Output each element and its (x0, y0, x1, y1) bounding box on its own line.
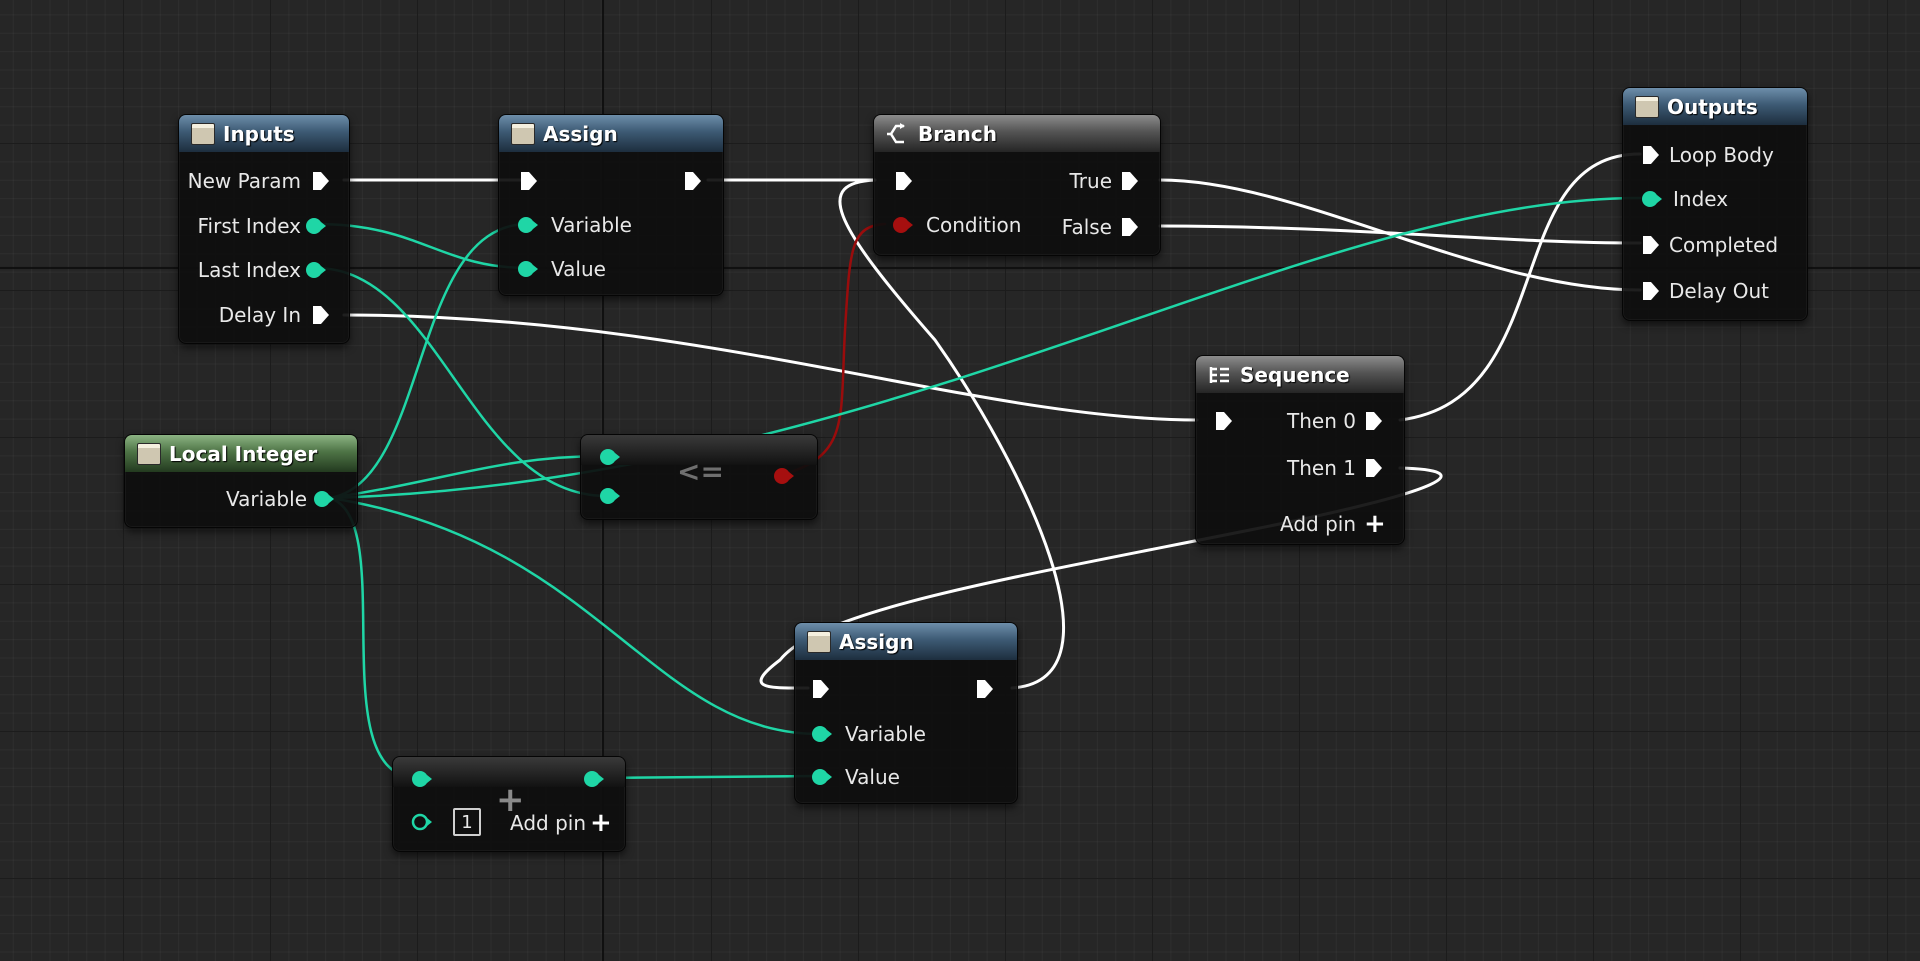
int-pin-value[interactable] (517, 260, 539, 278)
assign-node-top[interactable]: Assign Variable Value (498, 114, 724, 296)
exec-in-pin[interactable] (519, 170, 539, 192)
local-integer-header[interactable]: Local Integer (125, 435, 357, 472)
variable-icon (137, 442, 161, 465)
sequence-title: Sequence (1240, 362, 1350, 387)
int-pin-b[interactable] (599, 487, 621, 505)
pin-label-false: False (1061, 215, 1112, 239)
pin-label-value: Value (551, 257, 606, 281)
less-equal-operator: <= (677, 455, 724, 488)
pin-label-then-0: Then 0 (1287, 409, 1356, 433)
pin-label-variable: Variable (226, 487, 307, 511)
inputs-node[interactable]: Inputs New Param First Index Last Index … (178, 114, 350, 344)
wire-local-assign2var (328, 496, 822, 736)
variable-icon (191, 122, 215, 145)
pin-label-delay-in: Delay In (218, 303, 301, 327)
exec-pin-then-0[interactable] (1364, 410, 1384, 432)
exec-pin-true[interactable] (1120, 170, 1140, 192)
int-pin-local-variable[interactable] (313, 490, 335, 508)
exec-pin-false[interactable] (1120, 216, 1140, 238)
wire-then0-loopbody (1398, 152, 1642, 422)
int-pin-first-index[interactable] (305, 217, 327, 235)
bool-pin-condition[interactable] (892, 216, 914, 234)
compare-header[interactable] (581, 435, 817, 465)
branch-title: Branch (918, 121, 997, 146)
variable-icon (511, 122, 535, 145)
variable-icon (1635, 95, 1659, 118)
exec-in-pin[interactable] (894, 170, 914, 192)
pin-label-variable: Variable (551, 213, 632, 237)
pin-label-condition: Condition (926, 213, 1022, 237)
int-pin-index[interactable] (1641, 190, 1663, 208)
pin-label-index: Index (1673, 187, 1729, 211)
add-pin-plus-icon[interactable]: + (590, 808, 612, 838)
wire-assign2-branch (838, 178, 1066, 690)
branch-header[interactable]: Branch (874, 115, 1160, 152)
pin-label-then-1: Then 1 (1287, 456, 1356, 480)
wire-local-compareA (328, 454, 609, 500)
exec-pin-then-1[interactable] (1364, 457, 1384, 479)
inputs-node-header[interactable]: Inputs (179, 115, 349, 152)
outputs-node[interactable]: Outputs Loop Body Index Completed Delay … (1622, 87, 1808, 321)
outputs-title: Outputs (1667, 94, 1758, 119)
compare-node[interactable]: <= (580, 434, 818, 520)
add-pin-label[interactable]: Add pin (510, 811, 587, 835)
pin-label-completed: Completed (1669, 233, 1779, 257)
local-integer-title: Local Integer (169, 441, 318, 466)
pin-label-last-index: Last Index (197, 258, 301, 282)
add-operator: + (496, 780, 525, 820)
exec-pin-delay-in[interactable] (311, 304, 331, 326)
add-pin-label[interactable]: Add pin (1279, 512, 1356, 536)
wire-delayin-sequence (342, 313, 1199, 422)
local-integer-node[interactable]: Local Integer Variable (124, 434, 358, 528)
exec-out-pin[interactable] (683, 170, 703, 192)
constant-input[interactable]: 1 (453, 808, 481, 836)
add-pin-plus-icon[interactable]: + (1364, 509, 1386, 539)
assign-top-header[interactable]: Assign (499, 115, 723, 152)
exec-in-pin[interactable] (811, 678, 831, 700)
int-pin-a[interactable] (599, 448, 621, 466)
assign-top-title: Assign (543, 121, 618, 146)
pin-label-first-index: First Index (197, 214, 301, 238)
assign-bottom-title: Assign (839, 629, 914, 654)
sequence-icon (1208, 364, 1232, 386)
inputs-node-title: Inputs (223, 121, 295, 146)
exec-pin-loop-body[interactable] (1641, 144, 1661, 166)
int-pin-a[interactable] (411, 770, 433, 788)
bool-pin-result[interactable] (773, 467, 795, 485)
pin-label-loop-body: Loop Body (1669, 143, 1774, 167)
exec-pin-delay-out[interactable] (1641, 280, 1661, 302)
int-pin-value[interactable] (811, 768, 833, 786)
sequence-header[interactable]: Sequence (1196, 356, 1404, 393)
variable-icon (807, 630, 831, 653)
pin-label-new-param: New Param (187, 169, 301, 193)
pin-label-true: True (1069, 169, 1112, 193)
branch-node[interactable]: Branch Condition True False (873, 114, 1161, 256)
int-pin-last-index[interactable] (305, 261, 327, 279)
exec-out-pin[interactable] (975, 678, 995, 700)
add-node[interactable]: + 1 Add pin + (392, 756, 626, 852)
pin-label-delay-out: Delay Out (1669, 279, 1769, 303)
wire-true-delayout (1158, 178, 1642, 292)
wire-lastindex-compareB (314, 266, 609, 498)
wire-false-completed (1158, 224, 1642, 245)
pin-label-value: Value (845, 765, 900, 789)
assign-node-bottom[interactable]: Assign Variable Value (794, 622, 1018, 804)
pin-label-variable: Variable (845, 722, 926, 746)
sequence-node[interactable]: Sequence Then 0 Then 1 Add pin + (1195, 355, 1405, 545)
int-pin-b-unconnected[interactable] (411, 813, 433, 831)
wire-add-assign2value (598, 774, 822, 780)
outputs-header[interactable]: Outputs (1623, 88, 1807, 125)
exec-pin-completed[interactable] (1641, 234, 1661, 256)
exec-pin-new-param[interactable] (311, 170, 331, 192)
int-pin-variable[interactable] (517, 216, 539, 234)
exec-in-pin[interactable] (1214, 410, 1234, 432)
int-pin-result[interactable] (583, 770, 605, 788)
wire-local-addA (328, 496, 420, 780)
branch-icon (886, 122, 910, 145)
int-pin-variable[interactable] (811, 725, 833, 743)
assign-bottom-header[interactable]: Assign (795, 623, 1017, 660)
